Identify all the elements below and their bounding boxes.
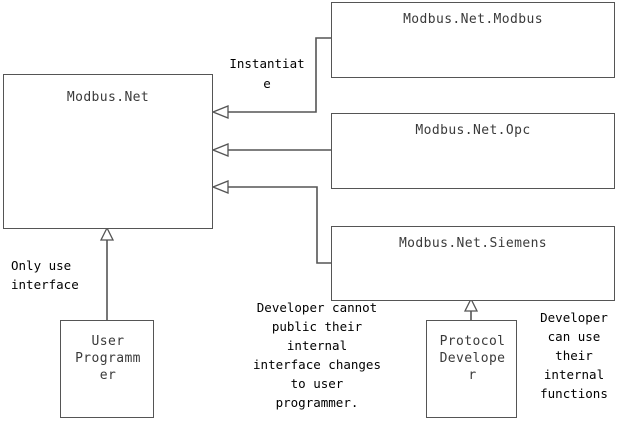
component-box-modbus-net-siemens[interactable]: Modbus.Net.Siemens [331, 226, 615, 301]
arrowhead-modbus [211, 105, 229, 119]
actor-label-protocol-developer: Protocol Develope r [439, 334, 506, 383]
actor-box-protocol-developer[interactable]: Protocol Develope r [426, 320, 517, 418]
component-box-modbus-net-opc[interactable]: Modbus.Net.Opc [331, 113, 615, 189]
component-label-modbus-net-modbus: Modbus.Net.Modbus [403, 12, 543, 27]
component-label-modbus-net: Modbus.Net [66, 90, 150, 105]
arrowhead-user-programmer [99, 226, 115, 241]
arrowhead-siemens [211, 180, 229, 194]
component-box-modbus-net-modbus[interactable]: Modbus.Net.Modbus [331, 2, 615, 78]
actor-label-user-programmer: User Programm er [75, 334, 141, 383]
component-label-modbus-net-opc: Modbus.Net.Opc [415, 123, 531, 138]
component-box-modbus-net[interactable]: Modbus.Net [3, 74, 213, 229]
note-developer-cannot-public: Developer cannot public their internal i… [253, 300, 381, 410]
arrowhead-opc [211, 143, 229, 157]
note-only-use-interface: Only use interface [11, 258, 79, 292]
edge-siemens-to-modbusnet [227, 186, 331, 264]
note-developer-can-use: Developer can use their internal functio… [540, 310, 608, 401]
edge-label-instantiate: Instantiat e [229, 56, 305, 91]
component-label-modbus-net-siemens: Modbus.Net.Siemens [398, 236, 548, 251]
actor-box-user-programmer[interactable]: User Programm er [60, 320, 154, 418]
